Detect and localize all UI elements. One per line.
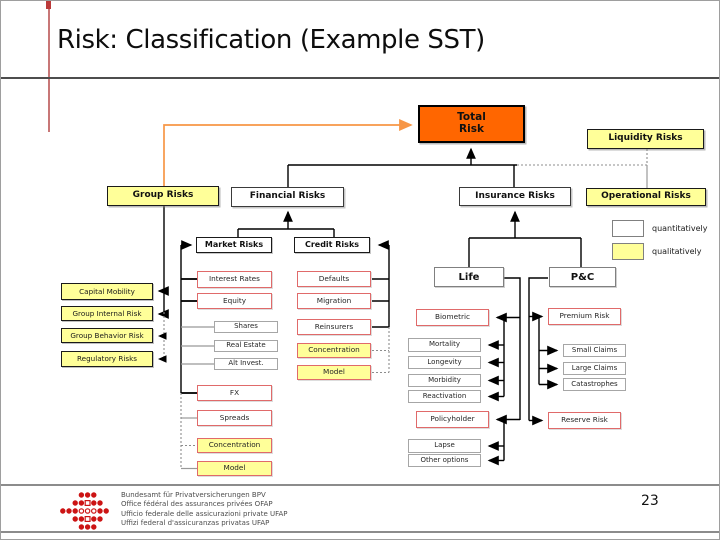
node-market-risks: Market Risks (196, 237, 272, 253)
footer-line: Uffizi federal d'assicuranzas privatas U… (121, 518, 270, 527)
node-fx: FX (197, 385, 272, 401)
legend-swatch-qualitative (612, 243, 644, 260)
node-shares: Shares (214, 321, 278, 333)
node-morbidity: Morbidity (408, 374, 481, 387)
node-mortality: Mortality (408, 338, 481, 352)
title-divider (1, 77, 719, 79)
node-equity: Equity (197, 293, 272, 309)
node-group-behavior-risk: Group Behavior Risk (61, 328, 153, 343)
node-defaults: Defaults (297, 271, 371, 287)
red-accent-line (48, 1, 50, 132)
node-insurance-risks: Insurance Risks (459, 187, 571, 206)
node-real-estate: Real Estate (214, 340, 278, 352)
node-financial-risks: Financial Risks (231, 187, 344, 207)
node-biometric: Biometric (416, 309, 489, 326)
node-interest-rates: Interest Rates (197, 271, 272, 288)
node-large-claims: Large Claims (563, 362, 626, 375)
node-spreads: Spreads (197, 410, 272, 426)
node-small-claims: Small Claims (563, 344, 626, 357)
node-total-risk: Total Risk (418, 105, 525, 143)
node-longevity: Longevity (408, 356, 481, 369)
footer-divider-top (1, 484, 719, 486)
node-premium-risk: Premium Risk (548, 308, 621, 325)
node-pc: P&C (549, 267, 616, 287)
page-number: 23 (641, 493, 659, 509)
node-group-internal-risk: Group Internal Risk (61, 306, 153, 321)
node-reserve-risk: Reserve Risk (548, 412, 621, 429)
node-model-credit: Model (297, 365, 371, 380)
node-lapse: Lapse (408, 439, 481, 453)
node-group-risks: Group Risks (107, 186, 219, 206)
node-credit-risks: Credit Risks (294, 237, 370, 253)
node-migration: Migration (297, 293, 371, 309)
node-operational-risks: Operational Risks (586, 188, 706, 206)
red-accent-cap (46, 1, 51, 9)
node-model-market: Model (197, 461, 272, 476)
node-other-options: Other options (408, 454, 481, 467)
node-reactivation: Reactivation (408, 390, 481, 403)
node-life: Life (434, 267, 504, 287)
footer-divider-bottom (1, 531, 719, 533)
footer-line: Bundesamt für Privatversicherungen BPV (121, 491, 266, 499)
node-catastrophes: Catastrophes (563, 378, 626, 391)
footer-line: Office fédéral des assurances privées OF… (121, 500, 273, 509)
bpv-logo-icon (60, 492, 109, 530)
legend-swatch-quantitative (612, 220, 644, 237)
node-liquidity-risks: Liquidity Risks (587, 129, 704, 149)
node-reinsurers: Reinsurers (297, 319, 371, 335)
footer-text: Bundesamt für Privatversicherungen BPV O… (121, 491, 288, 528)
node-alt-invest: Alt Invest. (214, 358, 278, 370)
node-concentration-market: Concentration (197, 438, 272, 453)
page-title: Risk: Classification (Example SST) (57, 25, 485, 55)
node-regulatory-risks: Regulatory Risks (61, 351, 153, 367)
node-policyholder: Policyholder (416, 411, 489, 428)
node-concentration-credit: Concentration (297, 343, 371, 358)
footer-line: Ufficio federale delle assicurazioni pri… (121, 509, 288, 518)
node-capital-mobility: Capital Mobility (61, 283, 153, 300)
legend-label-quantitative: quantitatively (652, 224, 708, 233)
legend-label-qualitative: qualitatively (652, 247, 702, 256)
